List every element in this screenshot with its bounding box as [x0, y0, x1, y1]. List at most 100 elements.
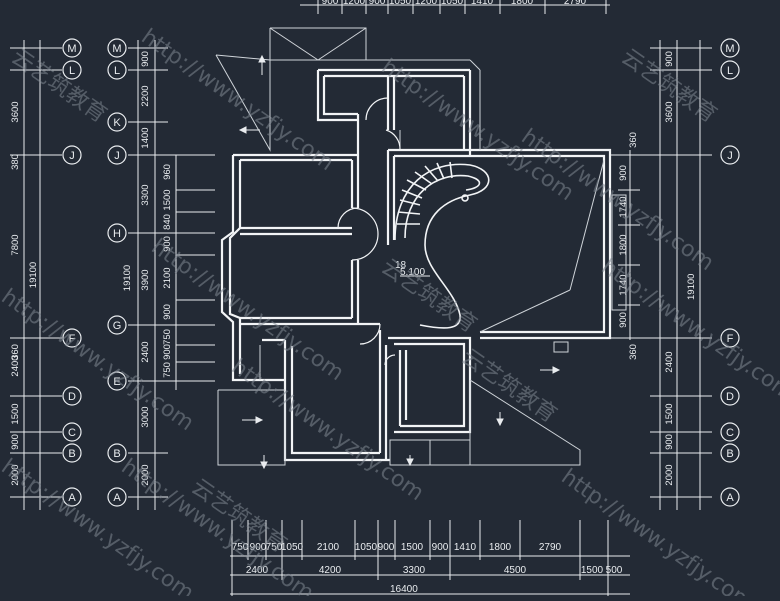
- axis-circle: [720, 487, 740, 507]
- axis-circle: [107, 315, 127, 335]
- left-dimension: 2200: [140, 85, 151, 106]
- axis-label: L: [114, 65, 120, 77]
- watermark-text: http://www.yzfjy.com: [557, 464, 759, 596]
- bottom-dimension: 750: [266, 542, 283, 553]
- axis-label: M: [725, 43, 734, 55]
- arrow-markers: [238, 54, 561, 470]
- bottom-dimension: 900: [250, 542, 267, 553]
- axis-label: F: [727, 333, 734, 345]
- left-outer-dimension: 1500: [10, 403, 21, 424]
- watermark-text: http://www.yzfjy.com: [0, 454, 198, 596]
- axis-bubble-left-outer: M: [62, 38, 82, 58]
- plan-annotations: 18 5.100: [395, 260, 430, 278]
- axis-bubble-left-outer: B: [62, 443, 82, 463]
- spiral-stair: [394, 161, 490, 329]
- axis-bubble-left-outer: F: [62, 328, 82, 348]
- watermark-text: 云艺筑教育: [377, 254, 481, 338]
- bottom-dimension: 1500: [401, 542, 424, 553]
- bottom-total-dimension: 16400: [390, 584, 418, 595]
- stair-step-count: 18: [395, 260, 407, 271]
- left-dimension: 3300: [140, 184, 151, 205]
- left-outer-dimension: 2400: [10, 355, 21, 376]
- right-dimension: 900: [618, 312, 629, 328]
- right-dimension: 900: [664, 51, 675, 67]
- axis-label: K: [113, 117, 121, 129]
- bottom-dimension: 500: [606, 565, 623, 576]
- left-outer-dimension: 3600: [10, 101, 21, 122]
- axis-circle: [107, 112, 127, 132]
- bottom-dimension: 750: [232, 542, 249, 553]
- axis-bubble-right: F: [720, 328, 740, 348]
- axis-bubble-left-inner: M: [107, 38, 127, 58]
- axis-circle: [107, 487, 127, 507]
- axis-label: J: [69, 150, 75, 162]
- axis-circle: [720, 386, 740, 406]
- axis-bubble-left-inner: G: [107, 315, 127, 335]
- bottom-dimension: 2100: [317, 542, 340, 553]
- right-dimension: 2000: [664, 464, 675, 485]
- axis-bubble-right: D: [720, 386, 740, 406]
- floor-elevation: 5.100: [400, 267, 425, 278]
- axis-label: C: [68, 427, 76, 439]
- top-dimension: 900: [369, 0, 386, 7]
- left-dimension: 1500: [162, 189, 173, 210]
- axis-circle: [62, 386, 82, 406]
- right-dimension: 3600: [664, 101, 675, 122]
- right-dimension: 1500: [664, 403, 675, 424]
- axis-label: F: [69, 333, 76, 345]
- axis-label: B: [68, 448, 75, 460]
- left-dimension: 2000: [140, 464, 151, 485]
- axis-label: L: [69, 65, 75, 77]
- right-total-dimension: 19100: [686, 274, 697, 300]
- top-dimension: 900: [322, 0, 339, 7]
- axis-bubble-left-inner: L: [107, 60, 127, 80]
- axis-label: A: [68, 492, 76, 504]
- top-dimension: 1050: [441, 0, 464, 7]
- right-dimension: 360: [628, 344, 639, 360]
- left-dimension: 900: [162, 304, 173, 320]
- axis-bubble-left-inner: A: [107, 487, 127, 507]
- axis-circle: [62, 487, 82, 507]
- axis-label: E: [113, 376, 120, 388]
- bottom-dimension: 1800: [489, 542, 512, 553]
- axis-circle: [720, 145, 740, 165]
- axis-bubble-left-inner: E: [107, 371, 127, 391]
- left-dimension: 840: [162, 214, 173, 230]
- left-dimension: 3900: [140, 269, 151, 290]
- axis-circle: [107, 443, 127, 463]
- right-dimension: 1800: [618, 234, 629, 255]
- right-dimension: 1740: [618, 274, 629, 295]
- top-dimension: 1200: [343, 0, 366, 7]
- axis-label: G: [113, 320, 122, 332]
- axis-label: J: [727, 150, 733, 162]
- left-outer-dimension: 380: [10, 154, 21, 170]
- right-dimension: 900: [618, 165, 629, 181]
- axis-bubble-left-inner: J: [107, 145, 127, 165]
- axis-circle: [720, 422, 740, 442]
- axis-bubble-left-outer: L: [62, 60, 82, 80]
- axis-circle: [107, 145, 127, 165]
- left-dimension: 900: [162, 236, 173, 252]
- axis-circle: [62, 145, 82, 165]
- watermark-text: 云艺筑教育: [457, 344, 561, 428]
- axis-bubble-left-inner: H: [107, 223, 127, 243]
- bottom-dimension: 900: [378, 542, 395, 553]
- axis-label: H: [113, 228, 121, 240]
- bottom-dimension: 4200: [319, 565, 342, 576]
- left-dimension: 2400: [140, 341, 151, 362]
- axis-bubble-left-outer: A: [62, 487, 82, 507]
- axis-bubble-left-inner: K: [107, 112, 127, 132]
- left-outer-dimension: 2000: [10, 464, 21, 485]
- left-outer-dimension: 360: [10, 344, 21, 360]
- walls: [220, 68, 612, 462]
- axis-circle: [720, 443, 740, 463]
- left-dimension: 750: [162, 362, 173, 378]
- axis-bubble-left-outer: C: [62, 422, 82, 442]
- bottom-dimension: 2790: [539, 542, 562, 553]
